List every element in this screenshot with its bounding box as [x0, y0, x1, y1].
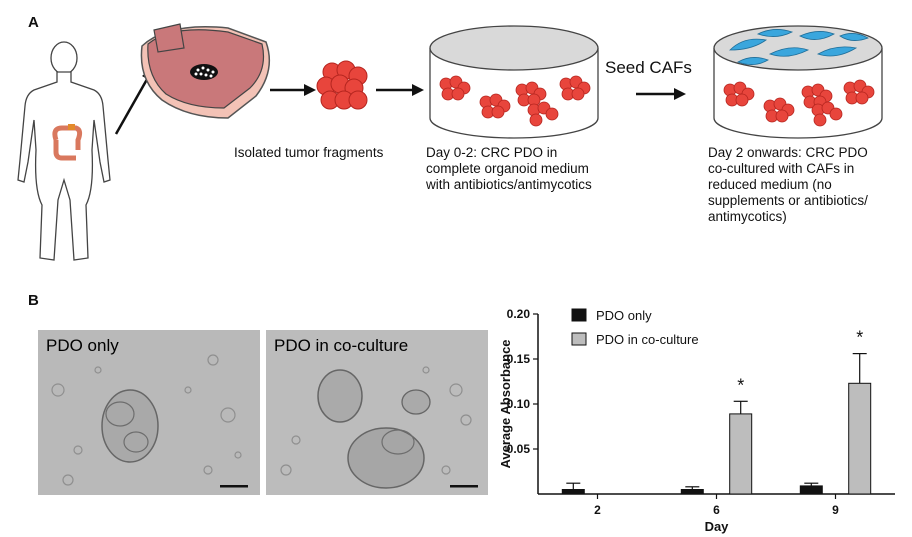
- y-tick-label: 0.10: [507, 397, 531, 411]
- x-tick-label: 2: [594, 503, 601, 517]
- arrow-to-dish: [376, 84, 424, 96]
- panel-a-letter: A: [28, 14, 39, 31]
- x-tick-label: 9: [832, 503, 839, 517]
- bar-pdo-only: [799, 485, 823, 495]
- organoid-cluster-icon: [316, 60, 368, 110]
- micrograph-pdo-coculture: PDO in co-culture: [266, 330, 488, 495]
- caption-line: co-cultured with CAFs in: [708, 161, 855, 176]
- arrow-to-organoid: [270, 84, 316, 96]
- caption-line: antimycotics): [708, 209, 787, 224]
- significance-star: *: [737, 375, 744, 395]
- caption-day-0-2: Day 0-2: CRC PDO in complete organoid me…: [426, 145, 592, 193]
- micrograph-left-label: PDO only: [46, 336, 119, 355]
- legend-swatch: [571, 308, 587, 322]
- micrograph-pdo-only: PDO only: [38, 330, 260, 495]
- caption-line: supplements or antibiotics/: [708, 193, 868, 208]
- y-tick-label: 0.15: [507, 352, 531, 366]
- caption-line: reduced medium (no: [708, 177, 832, 192]
- caption-day-2-onwards: Day 2 onwards: CRC PDO co-cultured with …: [708, 145, 868, 225]
- y-axis-label: Average Absorbance: [498, 339, 513, 468]
- y-tick-label: 0.05: [507, 442, 531, 456]
- bar-pdo-only: [680, 489, 704, 495]
- caption-line: complete organoid medium: [426, 161, 589, 176]
- culture-dish-coculture: [713, 25, 883, 139]
- x-axis-label: Day: [705, 519, 730, 534]
- seed-cafs-label: Seed CAFs: [605, 58, 692, 77]
- micrograph-right-label: PDO in co-culture: [274, 336, 409, 355]
- colon-icon: [52, 125, 83, 161]
- caption-isolated-fragments: Isolated tumor fragments: [234, 145, 384, 160]
- bar-coculture: [729, 413, 753, 495]
- caption-line: Day 0-2: CRC PDO in: [426, 145, 558, 160]
- legend-label: PDO in co-culture: [596, 332, 699, 347]
- x-tick-label: 6: [713, 503, 720, 517]
- significance-star: *: [856, 328, 863, 348]
- bar-pdo-only: [561, 489, 585, 495]
- caption-line: Day 2 onwards: CRC PDO: [708, 145, 868, 160]
- y-tick-label: 0.20: [507, 307, 531, 321]
- tumor-site-icon: [68, 124, 75, 130]
- panel-b-letter: B: [28, 292, 39, 309]
- arrow-seed-cafs: [636, 88, 686, 100]
- human-figure-illustration: [17, 41, 111, 261]
- bar-coculture: [848, 382, 872, 495]
- tumor-tissue-illustration: [140, 23, 271, 119]
- caf-cells: [729, 29, 869, 65]
- legend-swatch: [571, 332, 587, 346]
- caption-line: with antibiotics/antimycotics: [426, 177, 592, 192]
- culture-dish-pdo: [429, 25, 599, 139]
- legend-label: PDO only: [596, 308, 652, 323]
